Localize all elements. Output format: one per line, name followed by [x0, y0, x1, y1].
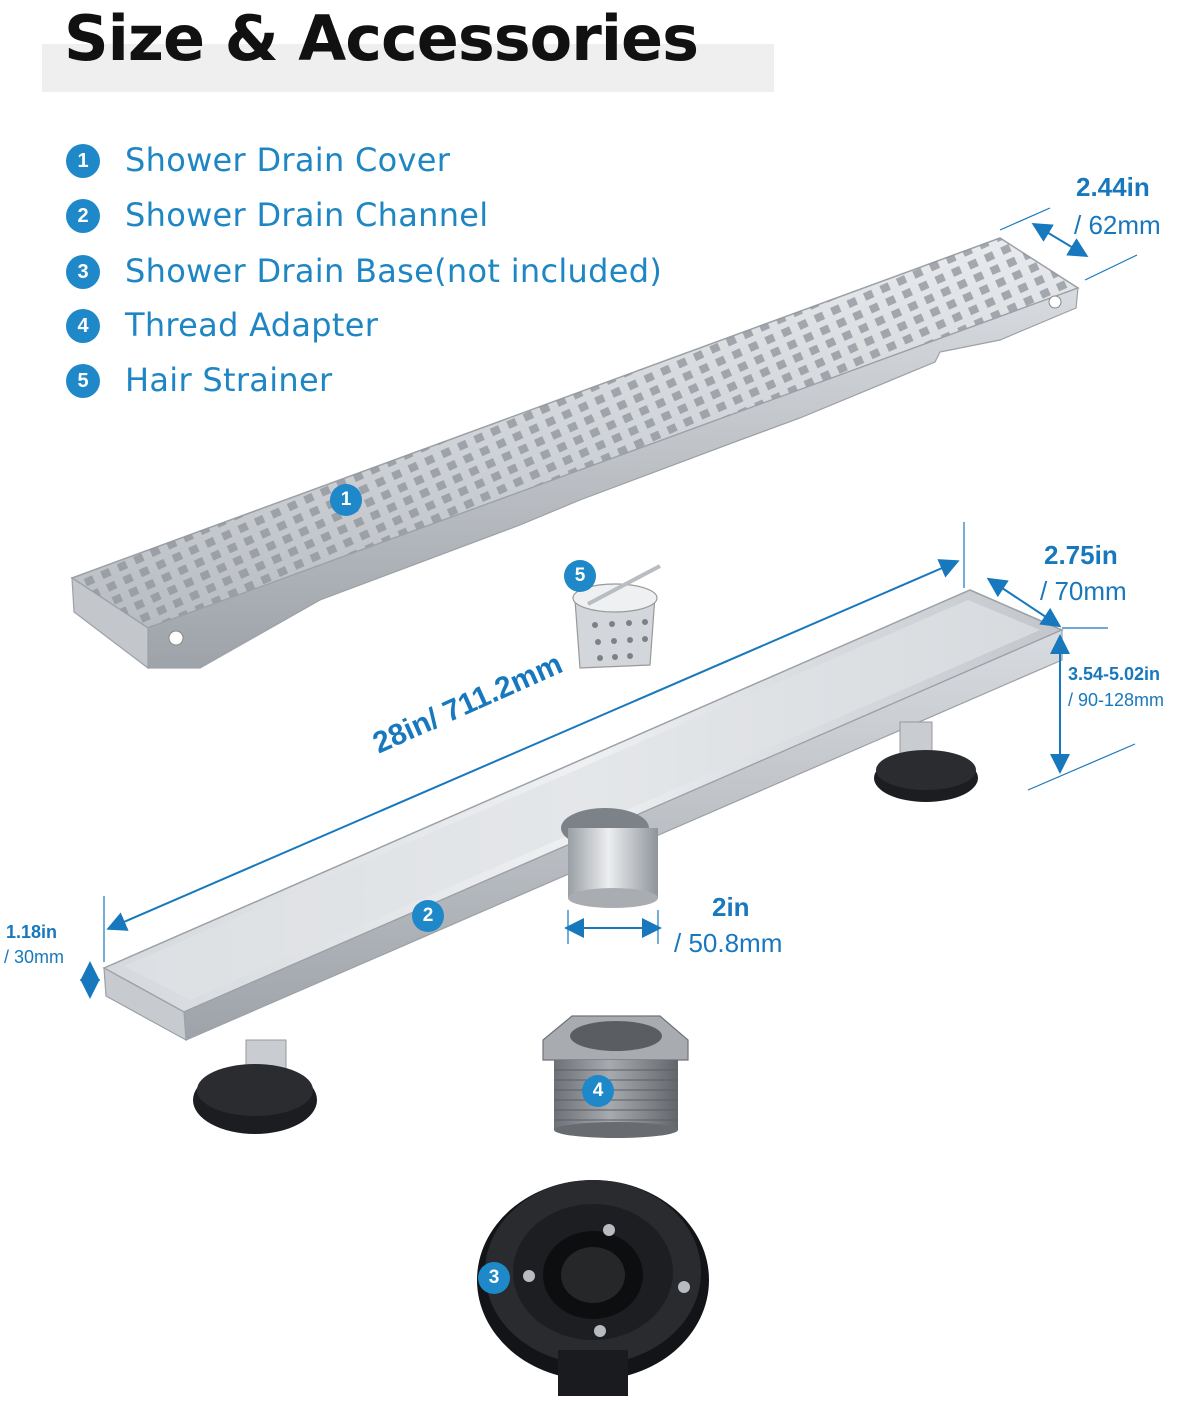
channel-width-metric: / 70mm: [1040, 576, 1127, 606]
callout-badge-cover: 1: [330, 484, 362, 516]
legend-number-badge: 2: [66, 199, 100, 233]
length-line: [106, 559, 960, 931]
depth-metric: / 30mm: [4, 947, 65, 967]
dimension-lines: [80, 207, 1138, 999]
legend-label: Hair Strainer: [125, 361, 333, 399]
channel-width-label: 2.75in: [1044, 540, 1118, 570]
legend-label: Shower Drain Cover: [125, 141, 451, 179]
leveling-foot-left: [193, 1039, 317, 1134]
legend-number-badge: 3: [66, 255, 100, 289]
cover-width-line: [1031, 222, 1089, 258]
callout-badge-strainer: 5: [564, 560, 596, 592]
channel-width-line: [986, 577, 1062, 628]
thread-adapter-part: [542, 1015, 689, 1138]
legend-number-badge: 1: [66, 144, 100, 178]
height-range-label: 3.54-5.02in: [1068, 664, 1161, 684]
outlet-diameter-metric: / 50.8mm: [674, 928, 783, 958]
depth-label: 1.18in: [6, 922, 58, 942]
callout-badge-base: 3: [478, 1262, 510, 1294]
legend-label: Shower Drain Channel: [125, 196, 489, 234]
drain-base-part: [477, 1180, 709, 1396]
legend-number-badge: 5: [66, 364, 100, 398]
legend-number-badge: 4: [66, 309, 100, 343]
outlet-diameter-label: 2in: [712, 892, 750, 922]
drain-cover-part: [70, 237, 1080, 670]
height-range-metric: / 90-128mm: [1068, 690, 1165, 710]
callout-badge-adapter: 4: [582, 1075, 614, 1107]
legend-label: Thread Adapter: [125, 306, 379, 344]
cover-width-label: 2.44in: [1076, 172, 1150, 202]
legend-label: Shower Drain Base(not included): [125, 252, 663, 290]
cover-width-metric: / 62mm: [1074, 210, 1161, 240]
callout-badge-channel: 2: [412, 900, 444, 932]
title-band: [42, 44, 774, 92]
page-title: Size & Accessories: [64, 2, 699, 75]
